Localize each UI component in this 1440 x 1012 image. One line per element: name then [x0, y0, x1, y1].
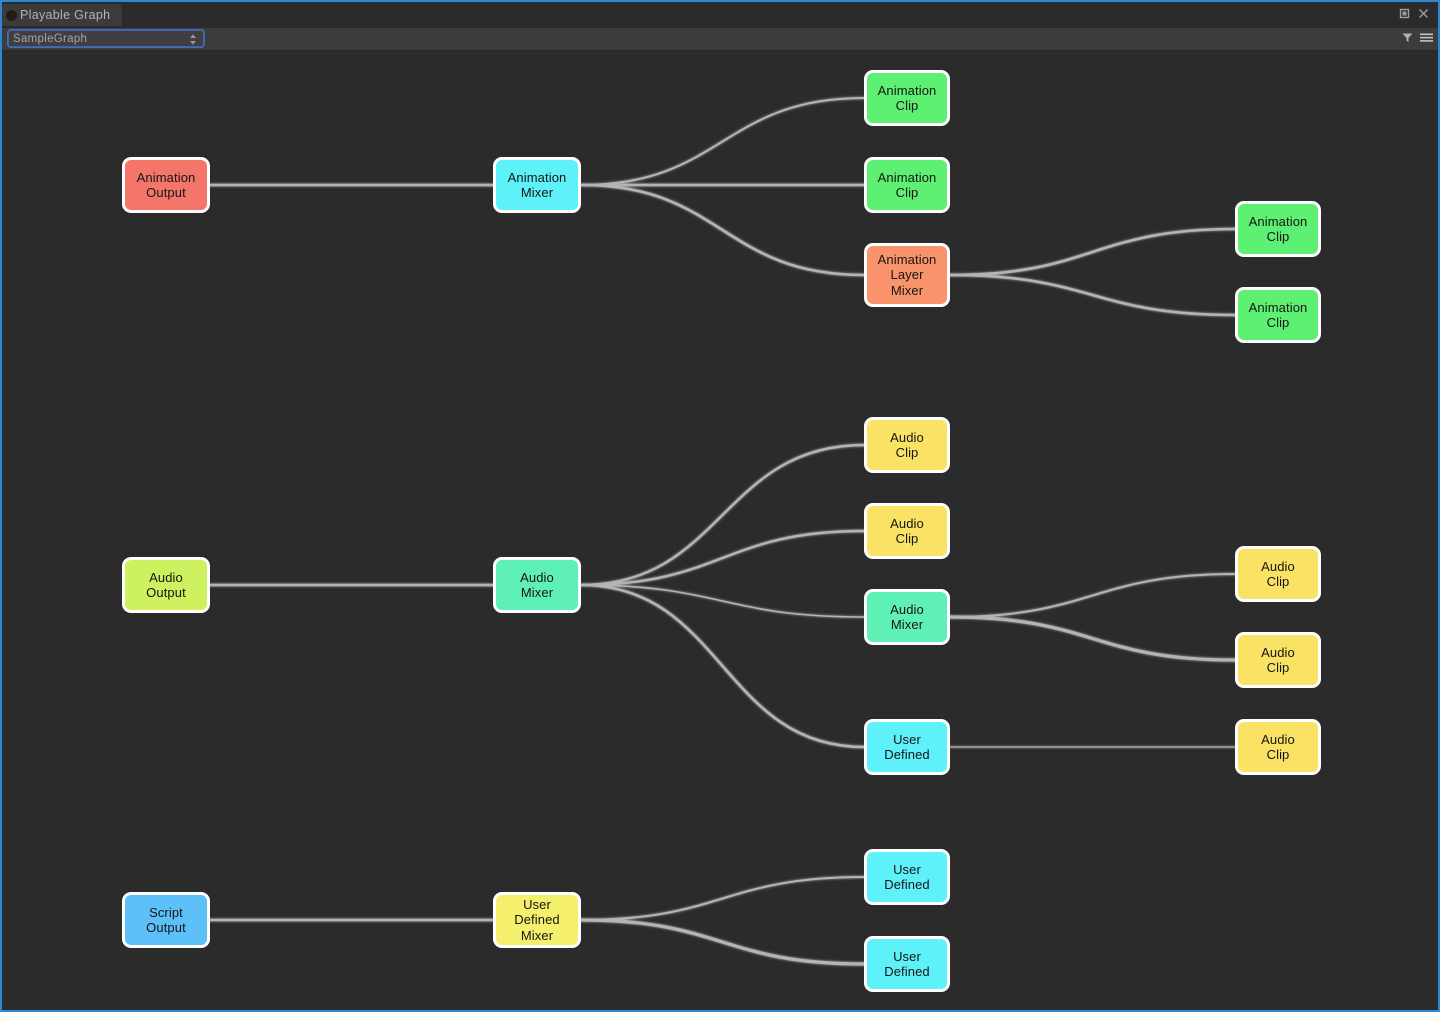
graph-node-user-defined-c[interactable]: User Defined [864, 936, 950, 992]
graph-edge-audio-mixer-to-audio-mixer-2 [580, 584, 865, 618]
graph-select-dropdown[interactable]: SampleGraph [8, 30, 204, 47]
tab-bar: Playable Graph [2, 2, 1438, 28]
updown-arrows-icon [189, 33, 197, 46]
graph-node-anim-clip-3[interactable]: Animation Clip [1235, 201, 1321, 257]
graph-node-audio-mixer-2[interactable]: Audio Mixer [864, 589, 950, 645]
graph-edge-ud-mixer-to-user-defined-b [580, 876, 865, 921]
filter-icon[interactable] [1401, 31, 1414, 49]
graph-edge-audio-mixer-to-audio-clip-1 [579, 443, 866, 587]
graph-node-ud-mixer[interactable]: User Defined Mixer [493, 892, 581, 948]
graph-edge-audio-mixer-2-to-audio-clip-4 [948, 615, 1237, 662]
graph-node-audio-clip-1[interactable]: Audio Clip [864, 417, 950, 473]
graph-node-audio-clip-5[interactable]: Audio Clip [1235, 719, 1321, 775]
graph-edge-anim-layer-mixer-to-anim-clip-3 [948, 227, 1237, 277]
graph-edge-audio-mixer-to-user-defined-a [579, 583, 866, 749]
graph-edge-anim-mixer-to-anim-clip-1 [580, 97, 865, 186]
graph-node-user-defined-b[interactable]: User Defined [864, 849, 950, 905]
graph-node-anim-output[interactable]: Animation Output [122, 157, 210, 213]
graph-node-user-defined-a[interactable]: User Defined [864, 719, 950, 775]
hamburger-menu-icon[interactable] [1419, 31, 1434, 49]
graph-node-audio-clip-2[interactable]: Audio Clip [864, 503, 950, 559]
graph-edge-audio-mixer-2-to-audio-clip-3 [949, 573, 1236, 618]
toolbar-actions [1401, 31, 1434, 49]
maximize-icon[interactable] [1398, 7, 1411, 20]
graph-node-anim-clip-1[interactable]: Animation Clip [864, 70, 950, 126]
graph-edge-anim-layer-mixer-to-anim-clip-4 [948, 273, 1237, 317]
graph-node-anim-layer-mixer[interactable]: Animation Layer Mixer [864, 243, 950, 307]
circle-icon [6, 10, 17, 21]
tab-playable-graph[interactable]: Playable Graph [2, 4, 123, 26]
graph-edge-audio-mixer-to-audio-clip-2 [579, 529, 866, 587]
graph-node-anim-clip-4[interactable]: Animation Clip [1235, 287, 1321, 343]
graph-edge-ud-mixer-to-user-defined-c [579, 918, 866, 966]
graph-node-audio-clip-3[interactable]: Audio Clip [1235, 546, 1321, 602]
graph-edge-anim-mixer-to-anim-layer-mixer [579, 183, 866, 277]
graph-node-audio-output[interactable]: Audio Output [122, 557, 210, 613]
graph-node-anim-mixer[interactable]: Animation Mixer [493, 157, 581, 213]
graph-edges [208, 97, 1237, 966]
toolbar: SampleGraph [2, 28, 1438, 51]
graph-node-anim-clip-2[interactable]: Animation Clip [864, 157, 950, 213]
graph-node-script-output[interactable]: Script Output [122, 892, 210, 948]
graph-node-audio-mixer[interactable]: Audio Mixer [493, 557, 581, 613]
close-icon[interactable] [1417, 7, 1430, 20]
tab-label: Playable Graph [20, 8, 111, 22]
graph-select-value: SampleGraph [13, 32, 88, 45]
graph-node-audio-clip-4[interactable]: Audio Clip [1235, 632, 1321, 688]
